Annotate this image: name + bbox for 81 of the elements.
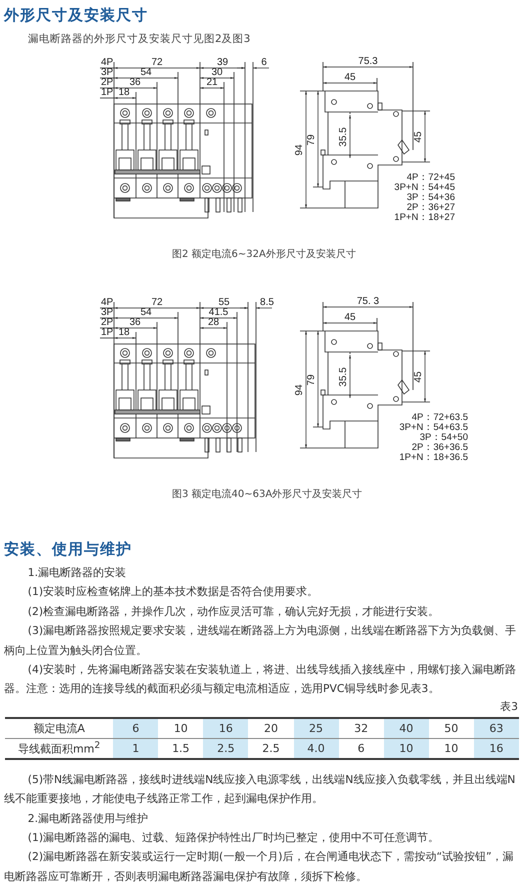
dimension-value: 36 [129,318,141,328]
dimension-value: 41.5 [208,308,228,318]
section-heading: 安装、使用与维护 [4,540,133,559]
dimension-value: 55 [218,298,230,308]
dimension-value: 72 [151,58,163,68]
dimension-note: 3P+N：54+63.5 [399,423,468,432]
paragraph: 1.漏电断路器的安装 [26,565,128,581]
intro-text: 漏电断路器的外形尺寸及安装尺寸见图2及图3 [28,32,250,46]
pole-label: 1P [101,88,114,98]
figure-caption: 图3 额定电流40~63A外形尺寸及安装尺寸 [172,488,362,501]
paragraph: (2)检查漏电断路器，并操作几次，动作应灵活可靠，确认完好无损，才能进行安装。 [26,604,440,620]
table-cell: 10 [384,738,429,759]
table-cell: 50 [428,718,474,738]
dimension-value: 8.5 [260,298,274,308]
dimension-value: 35.5 [339,127,349,147]
dimension-value: 35.5 [339,367,349,387]
dimension-value: 45 [344,313,356,323]
dimension-value: 79 [307,374,317,386]
dimension-note: 3P+N：54+45 [394,183,455,192]
table-cell: 2.5 [248,738,294,759]
row-header: 导线截面积mm$^{2}$ [5,738,114,759]
table-cell: 4.0 [294,738,339,759]
dimension-note: 2P：36+27 [406,203,455,212]
dimension-note: 1P+N：18+27 [394,213,455,222]
dimension-value: 21 [206,78,218,88]
dimension-value: 18 [118,328,130,338]
table-cell: 10 [158,718,204,738]
dimension-value: 54 [140,68,152,78]
dimension-note: 4P：72+63.5 [412,413,468,422]
paragraph: (1)安装时应检查铭牌上的基本技术数据是否符合使用要求。 [26,584,320,600]
dimension-value: 39 [216,58,228,68]
pole-label: 3P [101,308,114,318]
table-cell: 63 [474,718,519,738]
pole-label: 4P [101,298,114,308]
paragraph: (1)漏电断路器的漏电、过载、短路保护特性出厂时均已整定，使用中不可任意调节。 [26,830,440,846]
dimension-value: 36 [129,78,141,88]
figure-caption: 图2 额定电流6~32A外形尺寸及安装尺寸 [172,248,356,261]
dimension-value: 75.3 [358,57,378,67]
pole-label: 2P [101,78,114,88]
paragraph: (4)安装时，先将漏电断路器安装在安装轨道上，将进、出线导线插入接线座中，用螺钉接入漏电断路器。注意：选用的连接导线的截面积必须与额定电流相适应，选用PVC铜导线时参见表3。 [3,662,518,698]
dimension-note: 2P：36+36.5 [412,443,468,452]
dimension-value: 94 [295,144,305,156]
dimension-value: 45 [344,73,356,83]
table-cell: 20 [248,718,294,738]
dimension-value: 94 [295,384,305,396]
table-cell: 6 [338,738,384,759]
table-cell: 10 [428,738,474,759]
dimension-value: 45 [414,371,424,383]
table-cell: 2.5 [203,738,248,759]
dimension-value: 79 [307,134,317,146]
row-header: 额定电流A [5,718,114,738]
table-cell: 40 [384,718,429,738]
table-number: 表3 [499,698,519,715]
dimension-value: 6 [261,58,267,68]
dimension-note: 3P：54+36 [406,193,455,202]
paragraph: (2)漏电断路器在新安装或运行一定时期(一般一个月)后，在合闸通电状态下，需按动“试验按钮”，漏电断路器应可靠断开，否则表明漏电断路器漏电保护有故障，须拆下检修。 [3,849,515,885]
table-cell: 16 [203,718,248,738]
section-heading: 外形尺寸及安装尺寸 [4,6,148,25]
pole-label: 2P [101,318,114,328]
table-cell: 6 [113,718,158,738]
dimension-value: 72 [151,298,163,308]
paragraph: (5)带N线漏电断路器，接线时进线端N线应接入电源零线，出线端N线应接入负载零线，并且出线端N线不能重要接地，才能使电子线路正常工作，起到漏电保护作用。 [3,772,516,808]
table-cell: 1 [113,738,158,759]
table-cell: 25 [294,718,339,738]
table-cell: 16 [474,738,519,759]
paragraph: (3)漏电断路器按照规定要求安装，进线端在断路器上方为电源侧，出线端在断路器下方为负载侧、手柄向上位置为触头闭合位置。 [3,623,518,659]
pole-label: 4P [101,58,114,68]
table-cell: 32 [338,718,384,738]
dimension-value: 54 [140,308,152,318]
table-cell: 1.5 [158,738,204,759]
dimension-value: 45 [414,131,424,143]
pole-label: 3P [101,68,114,78]
dimension-value: 75. 3 [356,297,380,307]
dimension-note: 4P：72+45 [406,173,455,182]
dimension-value: 18 [118,88,130,98]
dimension-value: 30 [211,68,223,78]
paragraph: 2.漏电断路器使用与维护 [26,810,150,827]
dimension-note: 1P+N：18+36.5 [399,453,468,462]
pole-label: 1P [101,328,114,338]
dimension-value: 28 [208,318,220,328]
dimension-note: 3P：54+50 [420,433,468,442]
